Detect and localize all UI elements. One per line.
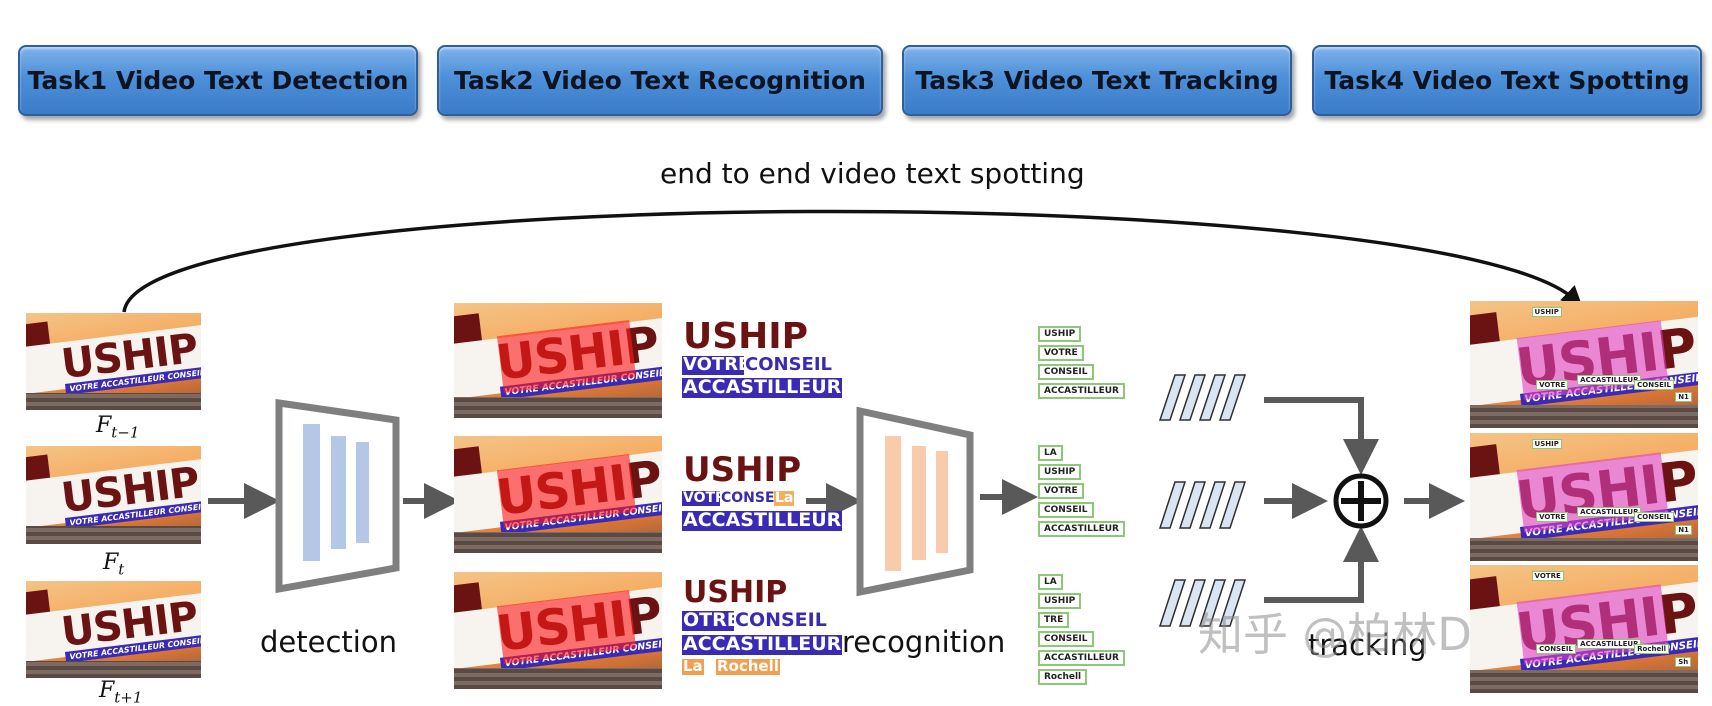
recognized-word: LA [1038, 445, 1063, 461]
roof [454, 667, 662, 689]
detection-network [275, 398, 400, 594]
crop-word: USHIP [682, 575, 789, 610]
recognized-word: ACCASTILLEUR [1038, 383, 1125, 399]
task3-button[interactable]: Task3 Video Text Tracking [902, 45, 1292, 116]
crop-word: La [774, 490, 795, 506]
task1-button[interactable]: Task1 Video Text Detection [18, 45, 418, 116]
recognized-word: ACCASTILLEUR [1038, 650, 1125, 666]
recognized-word: USHIP [1038, 464, 1082, 480]
tracking-label: tracking [1308, 628, 1427, 662]
spotting-tag: N1 [1675, 392, 1692, 403]
end-to-end-arc [122, 209, 1583, 313]
roof [26, 660, 201, 678]
recognized-word: CONSEIL [1038, 631, 1094, 647]
crop-word: ACCASTILLEUR [682, 376, 843, 398]
spotting-tag: ACCASTILLEUR [1577, 639, 1642, 650]
recognition-network [856, 406, 974, 597]
recognized-word: ACCASTILLEUR [1038, 521, 1125, 537]
arrow-track-bottom [1264, 526, 1379, 603]
recognized-word: CONSEIL [1038, 502, 1094, 518]
crop-word: VOTRE [682, 354, 752, 375]
recognized-word: LA [1038, 574, 1063, 590]
recognized-word: VOTRE [1038, 345, 1084, 361]
crop-word: ACCASTILLEUR [682, 509, 843, 531]
roof [26, 526, 201, 544]
crop-word: OTRE [682, 609, 741, 631]
spotting-tag: VOTRE [1536, 379, 1569, 390]
crop-word: La [682, 657, 704, 675]
spotting-tag: CONSEIL [1634, 379, 1674, 390]
crop-word: Rochell [716, 657, 780, 675]
spotting-tag: USHIP [1531, 307, 1562, 318]
recognized-word: USHIP [1038, 326, 1082, 342]
task1-label: Task1 Video Text Detection [27, 66, 409, 95]
detection-label: detection [260, 625, 397, 659]
frame-label-next: Ft+1 [99, 678, 143, 706]
frame-label-curr: Ft [103, 550, 125, 579]
feature-stack-top [1158, 374, 1247, 421]
task2-button[interactable]: Task2 Video Text Recognition [437, 45, 883, 116]
spotting-tag: Sh [1675, 657, 1692, 668]
recognized-word: TRE [1038, 612, 1070, 628]
end-to-end-label: end to end video text spotting [660, 157, 1085, 190]
spotting-tag: Rochell [1634, 644, 1670, 655]
roof [1470, 537, 1698, 561]
roof [454, 531, 662, 553]
crop-word: USHIP [682, 316, 810, 357]
crop-word: ACCASTILLEUR [682, 633, 843, 655]
crop-word: CONSEIL [734, 609, 828, 631]
spotting-tag: VOTRE [1536, 512, 1569, 523]
feature-stack-mid [1158, 481, 1247, 529]
crop-word: CONSEIL [720, 490, 790, 506]
crop-word: CONSEIL [744, 354, 834, 375]
crop-word: USHIP [682, 450, 803, 490]
recognized-word: VOTRE [1038, 483, 1084, 499]
spotting-tag: CONSEIL [1536, 644, 1576, 655]
roof [1470, 669, 1698, 693]
spotting-tag: VOTRE [1531, 571, 1564, 582]
task4-label: Task4 Video Text Spotting [1324, 66, 1690, 95]
frame-label-prev: Ft−1 [96, 413, 140, 442]
spotting-tag: CONSEIL [1634, 512, 1674, 523]
task2-label: Task2 Video Text Recognition [454, 66, 866, 95]
roof [1470, 405, 1698, 428]
feature-stack-bottom [1158, 579, 1247, 627]
spotting-tag: USHIP [1531, 439, 1562, 450]
roof [26, 392, 201, 410]
recognition-label: recognition [842, 625, 1006, 659]
task3-label: Task3 Video Text Tracking [915, 66, 1279, 95]
arrow-track-top [1264, 397, 1379, 475]
spotting-tag: N1 [1675, 525, 1692, 536]
recognized-word: CONSEIL [1038, 364, 1094, 380]
aggregation-plus-icon [1333, 473, 1389, 529]
roof [454, 397, 662, 418]
spotting-tag: ACCASTILLEUR [1577, 374, 1642, 385]
recognized-word: Rochell [1038, 669, 1088, 685]
task4-button[interactable]: Task4 Video Text Spotting [1312, 45, 1702, 116]
spotting-tag: ACCASTILLEUR [1577, 507, 1642, 518]
recognized-word: USHIP [1038, 593, 1082, 609]
